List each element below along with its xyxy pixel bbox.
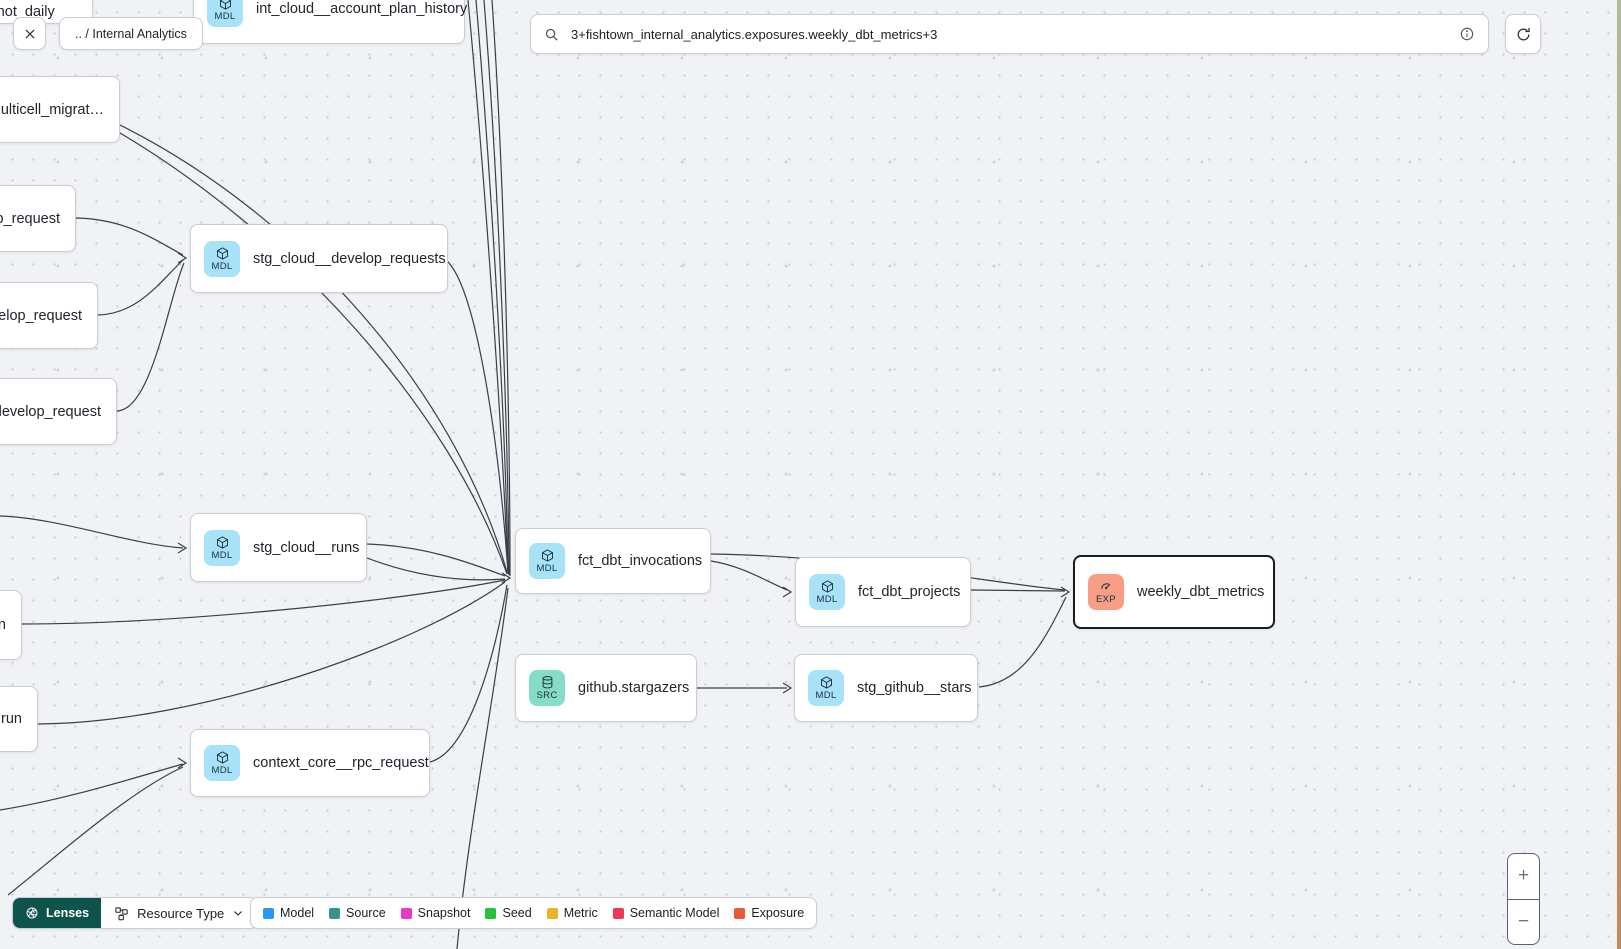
node-label: weekly_dbt_metrics — [1137, 584, 1265, 600]
wallpaper-edge-sliver — [1617, 0, 1621, 949]
zoom-out-button[interactable]: − — [1508, 898, 1539, 945]
exposure-badge: EXP — [1088, 574, 1124, 610]
info-icon[interactable] — [1459, 26, 1475, 42]
node-label: multicell_migrat… — [0, 101, 104, 118]
node-label: stg_github__stars — [857, 680, 972, 696]
model-cube-icon — [216, 751, 228, 764]
node-label: run — [1, 711, 22, 727]
refresh-button[interactable] — [1505, 14, 1541, 54]
node-label: stg_cloud__runs — [253, 539, 360, 556]
model-cube-icon — [541, 549, 553, 562]
close-icon — [25, 29, 34, 38]
node-stg-github-stars[interactable]: MDL stg_github__stars — [794, 654, 978, 722]
legend: Model Source Snapshot Seed Metric Semant… — [250, 897, 818, 929]
semantic-model-swatch — [612, 907, 624, 919]
model-swatch — [263, 907, 274, 919]
model-badge: MDL — [207, 0, 243, 27]
node-n[interactable]: n — [0, 590, 22, 660]
search-icon — [545, 28, 558, 41]
model-cube-icon — [216, 535, 228, 549]
node-int-cloud-account-plan-history[interactable]: MDL int_cloud__account_plan_history — [193, 0, 468, 44]
legend-item-snapshot: Snapshot — [400, 906, 470, 920]
node-fct-dbt-invocations[interactable]: MDL fct_dbt_invocations — [515, 528, 711, 594]
node-label: velop_request — [0, 307, 82, 324]
exposure-swatch — [734, 907, 746, 919]
model-cube-icon — [820, 676, 832, 689]
node-multicell-migrat[interactable]: multicell_migrat… — [0, 76, 120, 143]
resource-type-button[interactable]: Resource Type — [101, 898, 257, 928]
model-badge: MDL — [204, 529, 240, 566]
node-label: develop_request — [0, 403, 101, 420]
node-label: n — [0, 617, 6, 633]
model-badge: MDL — [204, 240, 240, 277]
legend-item-seed: Seed — [485, 906, 532, 920]
node-label: stg_cloud__develop_requests — [253, 250, 446, 267]
node-label: github.stargazers — [578, 680, 690, 696]
refresh-icon — [1517, 27, 1530, 40]
node-context-core-rpc-request[interactable]: MDL context_core__rpc_request — [190, 729, 430, 797]
legend-item-semantic-model: Semantic Model — [612, 906, 719, 920]
lenses-button[interactable]: Lenses — [13, 898, 102, 928]
node-fct-dbt-projects[interactable]: MDL fct_dbt_projects — [795, 557, 971, 627]
close-button[interactable] — [13, 17, 46, 50]
source-badge: SRC — [529, 670, 565, 706]
seed-swatch — [485, 907, 497, 919]
node-p-request[interactable]: p_request — [0, 185, 76, 252]
model-badge: MDL — [529, 543, 565, 579]
node-stg-cloud-develop-requests[interactable]: MDL stg_cloud__develop_requests — [190, 224, 448, 293]
node-label: fct_dbt_projects — [858, 584, 961, 600]
resource-type-icon — [115, 906, 128, 920]
node-label: context_core__rpc_request — [253, 755, 429, 771]
zoom-controls: + − — [1507, 853, 1540, 945]
legend-item-model: Model — [263, 906, 314, 920]
node-label: p_request — [0, 210, 60, 227]
metric-swatch — [546, 907, 558, 919]
node-label: int_cloud__account_plan_history — [256, 1, 468, 17]
node-run[interactable]: run — [0, 686, 38, 752]
model-badge: MDL — [809, 574, 845, 610]
source-database-icon — [542, 676, 552, 689]
node-label: fct_dbt_invocations — [578, 553, 703, 569]
model-badge: MDL — [808, 670, 844, 706]
chevron-down-icon — [234, 911, 243, 916]
legend-item-metric: Metric — [546, 906, 598, 920]
node-velop-request[interactable]: velop_request — [0, 282, 98, 349]
node-label: snapshot_daily — [0, 4, 55, 20]
search-bar[interactable] — [530, 14, 1489, 54]
node-develop-request[interactable]: develop_request — [0, 378, 117, 445]
lenses-toolbar: Lenses Resource Type — [12, 897, 259, 929]
search-input[interactable] — [569, 25, 1449, 43]
model-cube-icon — [219, 0, 231, 10]
model-cube-icon — [821, 580, 833, 593]
legend-item-source: Source — [329, 906, 386, 920]
exposure-gauge-icon — [1100, 583, 1110, 590]
node-github-stargazers[interactable]: SRC github.stargazers — [515, 654, 697, 722]
zoom-in-button[interactable]: + — [1517, 865, 1530, 887]
breadcrumb[interactable]: .. / Internal Analytics — [59, 17, 203, 50]
model-badge: MDL — [204, 745, 240, 781]
node-stg-cloud-runs[interactable]: MDL stg_cloud__runs — [190, 513, 367, 582]
lenses-icon — [26, 907, 38, 919]
source-swatch — [329, 907, 341, 919]
model-cube-icon — [216, 246, 228, 260]
snapshot-swatch — [400, 907, 412, 919]
legend-item-exposure: Exposure — [734, 906, 804, 920]
node-weekly-dbt-metrics[interactable]: EXP weekly_dbt_metrics — [1073, 555, 1275, 629]
